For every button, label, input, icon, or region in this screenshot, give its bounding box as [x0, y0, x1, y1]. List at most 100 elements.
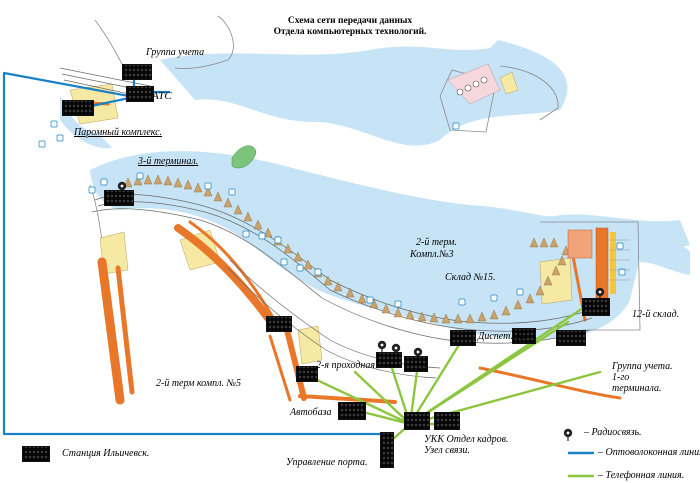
- pier-marker: [513, 299, 523, 310]
- label-upravlenie: Управление порта.: [286, 457, 368, 468]
- pier-marker: [477, 311, 487, 322]
- pier-markers: [123, 174, 571, 324]
- berth-marker: [618, 268, 626, 276]
- diagram-title: Схема сети передачи данных Отдела компью…: [0, 16, 700, 38]
- label-terminal-2-komp5: 2-й терм компл. №5: [156, 378, 241, 389]
- label-ukk-l1: УКК Отдел кадров.: [424, 434, 509, 445]
- node-avtobaza-icon: [338, 402, 366, 420]
- pier-marker: [453, 313, 463, 324]
- optical-loop: [2, 71, 390, 436]
- pier-marker: [183, 179, 193, 190]
- tanks: [456, 76, 488, 96]
- pier-marker: [393, 307, 403, 318]
- pier-marker: [557, 255, 567, 266]
- node-sklad-12-icon: [582, 298, 610, 316]
- pier-marker: [133, 175, 143, 186]
- berth-marker: [38, 140, 46, 148]
- berth-marker: [242, 230, 250, 238]
- pier-marker: [429, 312, 439, 323]
- pier-marker: [525, 293, 535, 304]
- pier-marker: [551, 265, 561, 276]
- water-north: [160, 40, 568, 146]
- berth-marker: [394, 300, 402, 308]
- pier-marker: [535, 285, 545, 296]
- title-line-1: Схема сети передачи данных: [287, 16, 413, 26]
- label-paromny: Паромный комплекс.: [74, 127, 163, 138]
- green-patch: [231, 145, 257, 169]
- node-ukk-icon: [404, 412, 430, 430]
- pier-marker: [333, 281, 343, 292]
- label-terminal-2-komp3-l2: Компл.№3: [410, 249, 454, 260]
- legend-radio: – Радиосвязь.: [584, 427, 642, 438]
- pier-marker: [357, 293, 367, 304]
- berth-marker: [366, 296, 374, 304]
- berth-marker: [490, 294, 498, 302]
- legend-station: Станция Ильичевск.: [62, 448, 150, 459]
- radio-antenna-icon: [563, 428, 573, 441]
- berth-marker: [56, 134, 64, 142]
- node-gruppa-t1-icon: [556, 330, 586, 346]
- water-areas: [60, 40, 690, 340]
- east-terminal: [567, 227, 630, 299]
- pier-marker: [163, 175, 173, 186]
- berth-marker: [274, 236, 282, 244]
- label-prohodnaya-2: 2-я проходная: [316, 360, 376, 371]
- node-proh-b-icon: [376, 352, 402, 368]
- label-terminal-2-komp3-l1: 2-й терм.: [416, 237, 457, 248]
- berth-marker: [88, 186, 96, 194]
- pier-marker: [405, 309, 415, 320]
- pier-marker: [323, 275, 333, 286]
- label-gruppa-ucheta-t1-l3: терминала.: [612, 383, 662, 394]
- pier-marker: [543, 275, 553, 286]
- label-gruppa-ucheta-t1-l2: 1-го: [612, 372, 630, 383]
- water-east: [640, 232, 690, 275]
- berth-marker: [228, 188, 236, 196]
- pier-marker: [369, 298, 379, 309]
- label-ats: АТС: [152, 90, 172, 102]
- pier-marker: [381, 303, 391, 314]
- legend-graphics: [568, 451, 594, 478]
- pier-marker: [143, 174, 153, 185]
- label-gruppa-ucheta: Группа учета: [146, 47, 205, 58]
- pier-marker: [153, 174, 163, 185]
- pier-marker: [417, 311, 427, 322]
- label-dispet-kt: Диспет. КТ: [478, 331, 528, 342]
- rail-strips: [68, 100, 622, 405]
- berth-marker: [258, 232, 266, 240]
- pier-marker: [303, 259, 313, 270]
- berth-marker: [50, 120, 58, 128]
- node-proh-c-icon: [404, 356, 428, 372]
- label-terminal-3: 3-й терминал.: [138, 156, 199, 167]
- pier-marker: [283, 243, 293, 254]
- label-gruppa-ucheta-t1-l1: Группа учета.: [612, 361, 673, 372]
- berth-marker: [296, 264, 304, 272]
- berth-marker: [136, 172, 144, 180]
- pier-marker: [489, 309, 499, 320]
- berth-marker: [204, 182, 212, 190]
- berth-marker: [516, 288, 524, 296]
- berth-marker: [100, 178, 108, 186]
- pier-marker: [203, 186, 213, 197]
- pier-marker: [345, 287, 355, 298]
- node-station-legend-icon: [22, 446, 50, 462]
- label-ukk-l2: Узел связи.: [424, 445, 470, 456]
- pier-marker: [223, 197, 233, 208]
- pier-marker: [193, 182, 203, 193]
- pier-marker: [173, 177, 183, 188]
- pier-marker: [233, 204, 243, 215]
- legend-phone: – Телефонная линия.: [598, 470, 685, 481]
- berth-marker: [616, 242, 624, 250]
- title-line-2: Отдела компьютерных технологий.: [273, 27, 427, 37]
- node-upravlenie-icon: [380, 432, 394, 468]
- pier-marker: [529, 237, 539, 248]
- node-gruppa-ucheta-icon: [122, 64, 152, 80]
- berth-marker: [452, 122, 460, 130]
- pier-marker: [253, 219, 263, 230]
- water-west: [60, 95, 112, 149]
- pier-marker: [213, 191, 223, 202]
- pier-marker: [501, 305, 511, 316]
- label-sklad-15: Склад №15.: [445, 272, 496, 283]
- node-paromny-icon: [62, 100, 94, 116]
